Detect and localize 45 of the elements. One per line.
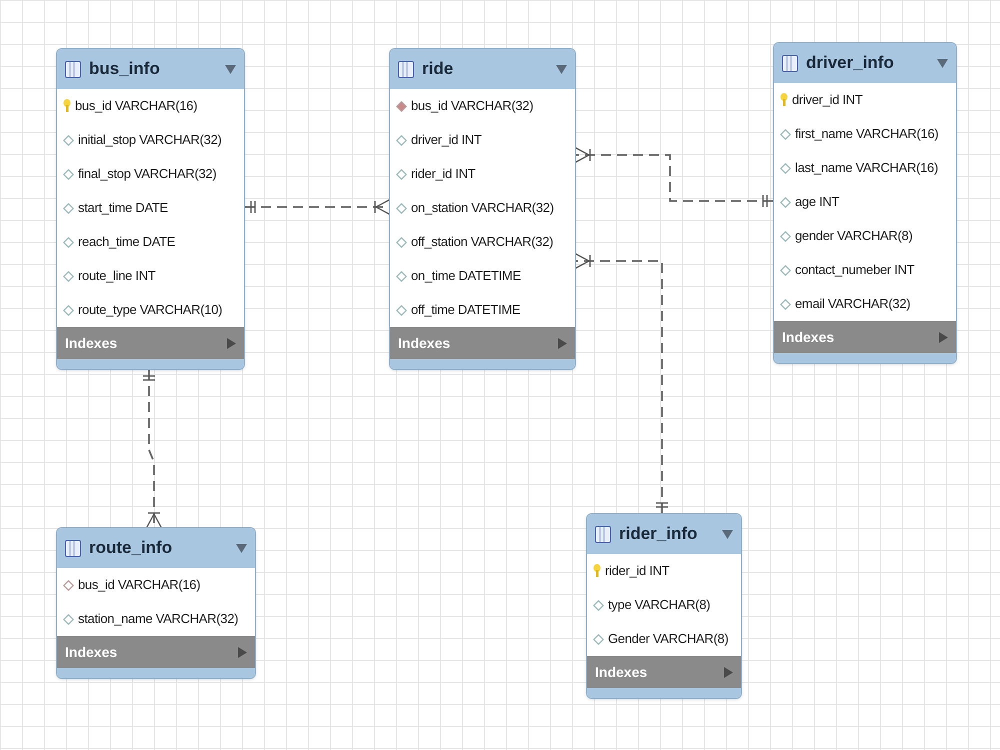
column-text: rider_id INT (411, 165, 476, 184)
relationship-line (576, 147, 773, 207)
indexes-label: Indexes (65, 334, 118, 352)
column-text: rider_id INT (605, 562, 670, 580)
table-name: rider_info (619, 523, 698, 546)
column-text: final_stop VARCHAR(32) (78, 165, 216, 184)
column-text: driver_id INT (792, 91, 863, 110)
column-text: bus_id VARCHAR(16) (75, 97, 198, 116)
column-text: first_name VARCHAR(16) (795, 125, 938, 144)
column-text: last_name VARCHAR(16) (795, 159, 938, 178)
column-text: contact_numeber INT (795, 261, 914, 280)
column-text: route_type VARCHAR(10) (78, 301, 222, 320)
table-card (56, 48, 245, 370)
column-text: type VARCHAR(8) (608, 596, 710, 614)
column-text: gender VARCHAR(8) (795, 227, 912, 246)
indexes-label: Indexes (595, 662, 648, 682)
table-card (586, 513, 742, 699)
table-name: bus_info (89, 58, 161, 80)
relationship-line (245, 199, 389, 215)
column-text: off_station VARCHAR(32) (411, 233, 554, 252)
column-text: route_line INT (78, 267, 156, 286)
column-text: on_station VARCHAR(32) (411, 199, 554, 218)
table-card (773, 42, 957, 364)
column-text: bus_id VARCHAR(16) (78, 576, 200, 594)
column-text: station_name VARCHAR(32) (78, 610, 238, 628)
relationship-line (143, 370, 162, 527)
column-text: start_time DATE (78, 199, 168, 218)
column-text: Gender VARCHAR(8) (608, 630, 728, 648)
indexes-label: Indexes (398, 334, 452, 352)
column-text: driver_id INT (411, 131, 482, 150)
column-text: email VARCHAR(32) (795, 295, 910, 314)
column-text: age INT (795, 193, 840, 212)
column-text: bus_id VARCHAR(32) (411, 97, 534, 116)
relationship-line (576, 253, 668, 513)
indexes-label: Indexes (65, 642, 118, 662)
column-text: on_time DATETIME (411, 267, 521, 286)
table-name: driver_info (806, 52, 895, 74)
table-card (56, 527, 256, 679)
column-text: initial_stop VARCHAR(32) (78, 131, 222, 150)
indexes-label: Indexes (782, 328, 836, 346)
table-name: ride (422, 58, 454, 80)
column-text: reach_time DATE (78, 233, 176, 252)
column-text: off_time DATETIME (411, 301, 520, 320)
table-card (389, 48, 576, 370)
table-name: route_info (89, 537, 174, 560)
